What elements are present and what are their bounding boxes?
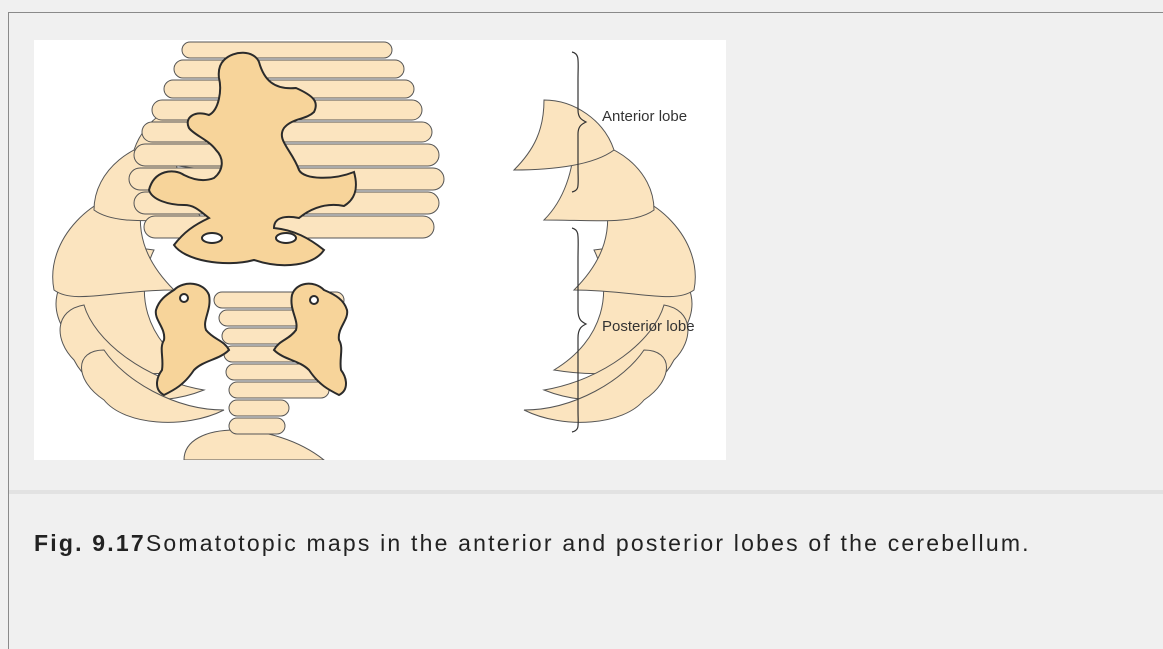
figure-number: Fig. 9.17: [34, 530, 146, 556]
cerebellum-figure: Anterior lobe Posterior lobe: [34, 40, 726, 460]
anterior-lobe-label: Anterior lobe: [602, 108, 687, 125]
caption-divider: [9, 490, 1163, 494]
figure-caption: Fig. 9.17Somatotopic maps in the anterio…: [34, 525, 1159, 561]
cerebellum-illustration: [34, 40, 726, 460]
posterior-lobe-label: Posterior lobe: [602, 318, 695, 335]
caption-text: Somatotopic maps in the anterior and pos…: [146, 530, 1031, 556]
